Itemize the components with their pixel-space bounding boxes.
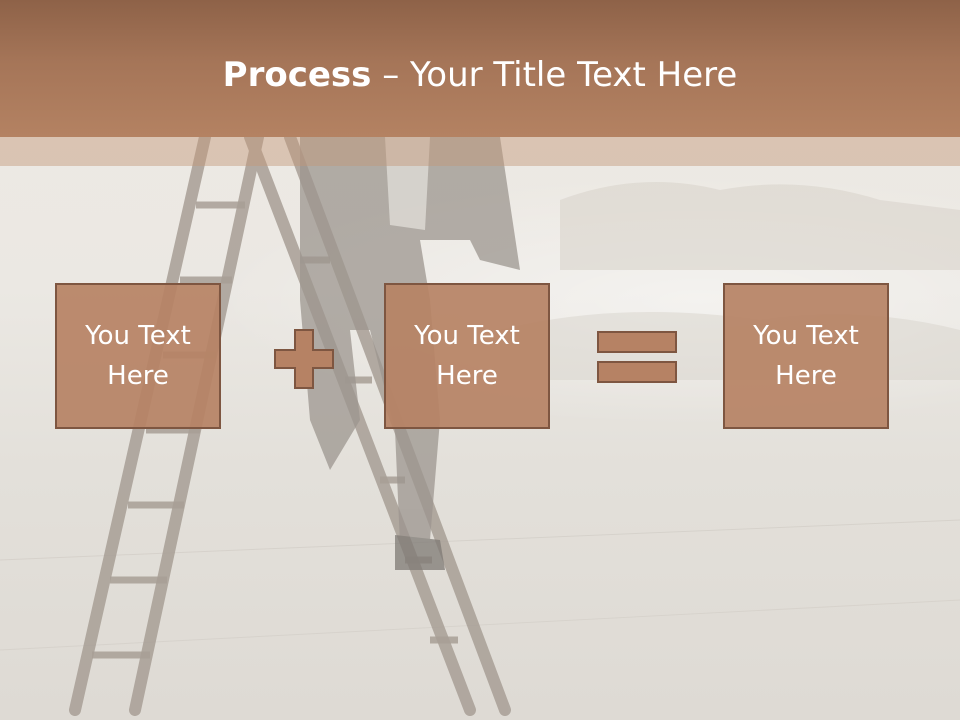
process-box-2-text: You Text Here [414,321,520,391]
plus-icon [274,329,334,389]
title-text: Your Title Text Here [410,55,738,95]
process-box-2[interactable]: You Text Here [384,283,550,429]
slide-title: Process – Your Title Text Here [0,50,960,100]
process-box-1[interactable]: You Text Here [55,283,221,429]
title-bar-strip [0,137,960,166]
title-bold: Process [222,55,372,95]
process-box-3[interactable]: You Text Here [723,283,889,429]
process-box-3-text: You Text Here [753,321,859,391]
equals-icon [597,331,677,383]
title-separator: – [371,55,411,95]
process-box-1-text: You Text Here [85,321,191,391]
title-bar: Process – Your Title Text Here [0,0,960,137]
